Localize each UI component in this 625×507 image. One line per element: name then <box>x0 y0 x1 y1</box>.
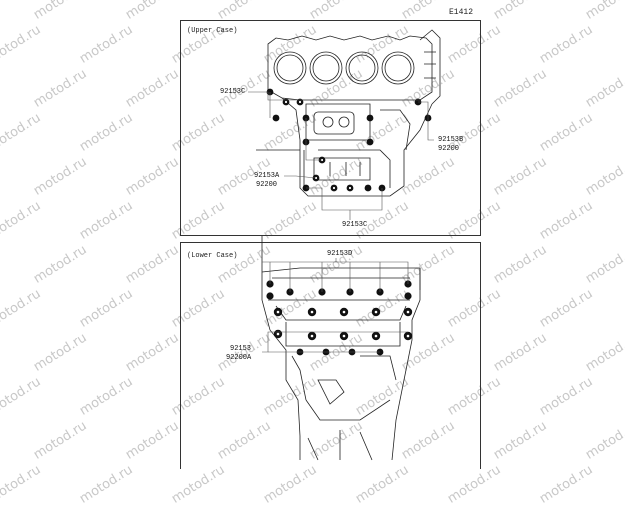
watermark-text: motod.ru <box>261 462 320 507</box>
upper-case-panel: (Upper Case) <box>180 20 481 236</box>
watermark-text: motod.ru <box>353 462 412 507</box>
lower-case-title: (Lower Case) <box>187 252 238 260</box>
callout-92200-right: 92200 <box>438 145 460 153</box>
callout-92153d: 92153D <box>327 250 353 258</box>
callout-92153c-bottom: 92153C <box>342 221 368 229</box>
watermark-text: motod.ru <box>169 462 228 507</box>
watermark-text: motod.ru <box>537 462 596 507</box>
watermark-text: motod.ru <box>0 462 44 507</box>
callout-92153a: 92153A <box>254 172 280 180</box>
document-code: E1412 <box>449 8 474 17</box>
callout-92153b: 92153B <box>438 136 464 144</box>
lower-crankcase-illustration <box>261 236 421 461</box>
callout-92200a: 92200A <box>226 354 252 362</box>
lower-case-panel: (Lower Case) <box>180 242 481 469</box>
crankcase-drawing <box>248 29 441 461</box>
callout-92153c-top: 92153C <box>220 88 246 96</box>
callout-92153: 92153 <box>230 345 252 353</box>
upper-case-title: (Upper Case) <box>187 27 238 35</box>
upper-crankcase-illustration <box>248 29 441 220</box>
callout-92200-left: 92200 <box>256 181 278 189</box>
watermark-text: motod.ru <box>445 462 504 507</box>
watermark-text: motod.ru <box>77 462 136 507</box>
